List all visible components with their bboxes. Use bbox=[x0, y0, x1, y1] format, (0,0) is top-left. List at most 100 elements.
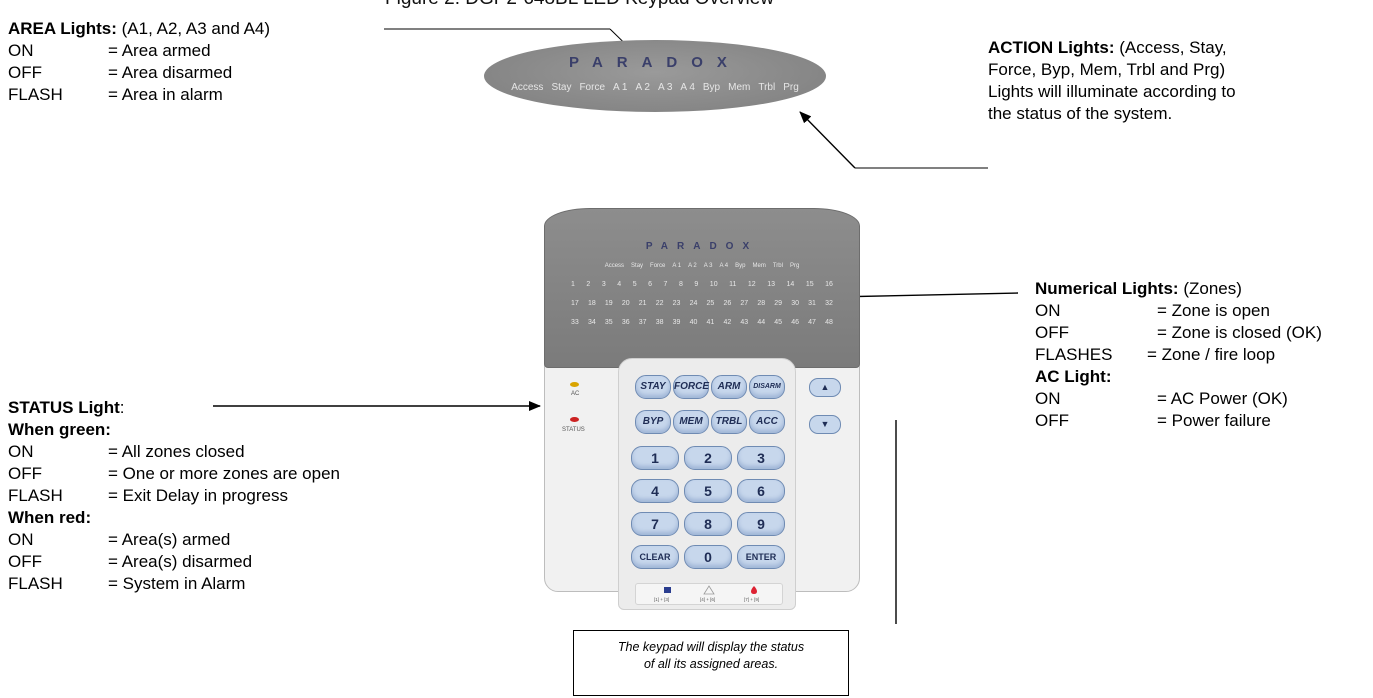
numerical-lights-arrow bbox=[832, 291, 1019, 302]
zone-light-number: 36 bbox=[621, 319, 630, 326]
zone-light-number: 41 bbox=[706, 319, 715, 326]
oval-label: Trbl bbox=[758, 82, 776, 93]
zone-light-number: 23 bbox=[672, 300, 681, 307]
arm-key[interactable]: ARM bbox=[711, 375, 747, 399]
oval-label: A 1 bbox=[613, 82, 628, 93]
police-panic-icon bbox=[664, 587, 671, 593]
zone-light-number: 21 bbox=[638, 300, 647, 307]
zone-light-number: 38 bbox=[655, 319, 664, 326]
oval-label: A 3 bbox=[657, 82, 673, 93]
note-line: The keypad will display the status bbox=[617, 640, 805, 654]
key-2[interactable]: 2 bbox=[684, 446, 732, 470]
zone-light-number: 43 bbox=[740, 319, 749, 326]
zone-light-number: 11 bbox=[729, 281, 737, 288]
zone-light-number: 39 bbox=[672, 319, 681, 326]
zone-light-number: 15 bbox=[805, 281, 814, 288]
key-0[interactable]: 0 bbox=[684, 545, 732, 569]
key-3[interactable]: 3 bbox=[737, 446, 785, 470]
status-red-row: FLASH= System in Alarm bbox=[8, 574, 246, 593]
zone-light-number: 3 bbox=[601, 281, 606, 288]
fire-panic-icon bbox=[751, 586, 757, 594]
key-4[interactable]: 4 bbox=[631, 479, 679, 503]
zone-light-number: 6 bbox=[648, 281, 653, 288]
key-9[interactable]: 9 bbox=[737, 512, 785, 536]
status-led bbox=[570, 417, 579, 422]
keypad-brand-logo: PARADOX bbox=[645, 241, 759, 252]
action-lights-block: ACTION Lights: (Access, Stay, Force, Byp… bbox=[988, 37, 1236, 125]
arrow-down-button[interactable]: ▼ bbox=[809, 415, 841, 434]
panic-keys-strip: [1] + [3] [4] + [6] [7] + [9] bbox=[635, 583, 783, 605]
zone-light-number: 7 bbox=[663, 281, 668, 288]
status-green-row: OFF= One or more zones are open bbox=[8, 464, 340, 483]
zone-light-number: 14 bbox=[786, 281, 795, 288]
figure-title: Figure 2: DGP2-648BL LED Keypad Overview bbox=[385, 0, 774, 10]
zone-light-number: 19 bbox=[604, 300, 613, 307]
numerical-lights-heading: Numerical Lights: (Zones) bbox=[1035, 279, 1242, 298]
ac-led bbox=[570, 382, 579, 387]
acc-key[interactable]: ACC bbox=[749, 410, 785, 434]
oval-label: Force bbox=[579, 82, 606, 93]
arrow-up-button[interactable]: ▲ bbox=[809, 378, 841, 397]
panic-label: [1] + [3] bbox=[654, 597, 669, 602]
oval-brand-logo: PARADOX bbox=[569, 54, 741, 71]
oval-label: Byp bbox=[702, 82, 721, 93]
keypad-led-display: PARADOX Access Stay Force A 1 A 2 A 3 A … bbox=[544, 208, 860, 368]
zone-light-number: 45 bbox=[774, 319, 783, 326]
zone-light-number: 25 bbox=[706, 300, 715, 307]
zone-light-number: 26 bbox=[723, 300, 732, 307]
zone-light-number: 40 bbox=[689, 319, 698, 326]
byp-key[interactable]: BYP bbox=[635, 410, 671, 434]
zone-light-number: 2 bbox=[586, 281, 591, 288]
ac-light-row: OFF= Power failure bbox=[1035, 411, 1271, 430]
disarm-key[interactable]: DISARM bbox=[749, 375, 785, 399]
zone-light-number: 44 bbox=[757, 319, 766, 326]
zone-light-number: 37 bbox=[638, 319, 647, 326]
trbl-key[interactable]: TRBL bbox=[711, 410, 747, 434]
status-green-row: ON= All zones closed bbox=[8, 442, 245, 461]
panic-label: [7] + [9] bbox=[744, 597, 759, 602]
action-lights-line: Lights will illuminate according to bbox=[988, 82, 1236, 101]
panic-icons: [1] + [3] [4] + [6] [7] + [9] bbox=[654, 585, 759, 602]
clear-key[interactable]: CLEAR bbox=[631, 545, 679, 569]
zone-light-number: 47 bbox=[808, 319, 816, 326]
zone-light-number: 48 bbox=[825, 319, 833, 326]
keypad-key-area: STAY FORCE ARM DISARM BYP MEM TRBL ACC 1… bbox=[618, 358, 796, 610]
keypad-action-labels: Access Stay Force A 1 A 2 A 3 A 4 Byp Me… bbox=[604, 263, 800, 269]
ac-light-row: ON= AC Power (OK) bbox=[1035, 389, 1288, 408]
key-7[interactable]: 7 bbox=[631, 512, 679, 536]
enter-key[interactable]: ENTER bbox=[737, 545, 785, 569]
zone-light-number: 24 bbox=[689, 300, 698, 307]
area-lights-row: FLASH= Area in alarm bbox=[8, 85, 223, 104]
when-green-heading: When green: bbox=[8, 420, 111, 439]
key-6[interactable]: 6 bbox=[737, 479, 785, 503]
zone-light-number: 46 bbox=[791, 319, 799, 326]
panic-label: [4] + [6] bbox=[700, 597, 715, 602]
numerical-lights-block: Numerical Lights: (Zones) ON= Zone is op… bbox=[1035, 278, 1322, 432]
status-red-row: ON= Area(s) armed bbox=[8, 530, 231, 549]
keypad-note-box: The keypad will display the status of al… bbox=[573, 630, 849, 696]
action-lights-arrow bbox=[799, 111, 856, 169]
medical-panic-icon bbox=[703, 585, 715, 595]
key-5[interactable]: 5 bbox=[684, 479, 732, 503]
zone-light-number: 30 bbox=[791, 300, 799, 307]
zone-light-number: 29 bbox=[774, 300, 783, 307]
force-key[interactable]: FORCE bbox=[673, 375, 709, 399]
zone-light-number: 16 bbox=[825, 281, 833, 288]
mem-key[interactable]: MEM bbox=[673, 410, 709, 434]
stay-key[interactable]: STAY bbox=[635, 375, 671, 399]
area-lights-row: ON= Area armed bbox=[8, 41, 211, 60]
key-1[interactable]: 1 bbox=[631, 446, 679, 470]
area-lights-row: OFF= Area disarmed bbox=[8, 63, 233, 82]
numerical-lights-row: OFF= Zone is closed (OK) bbox=[1035, 323, 1322, 342]
key-8[interactable]: 8 bbox=[684, 512, 732, 536]
zone-light-number: 4 bbox=[617, 281, 622, 288]
zone-light-number: 31 bbox=[808, 300, 816, 307]
numerical-lights-row: ON= Zone is open bbox=[1035, 301, 1270, 320]
status-light-heading: STATUS Light: bbox=[8, 398, 125, 417]
status-light-block: STATUS Light: When green: ON= All zones … bbox=[8, 397, 340, 595]
oval-label: A 2 bbox=[635, 82, 650, 93]
oval-label: Access bbox=[511, 82, 544, 93]
zone-light-number: 33 bbox=[571, 319, 579, 326]
